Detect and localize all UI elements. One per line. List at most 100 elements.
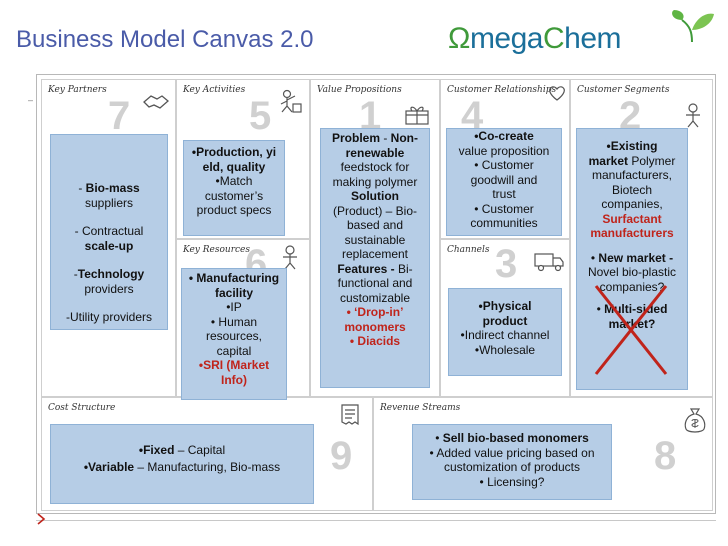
vp-line-9: replacement xyxy=(341,247,409,261)
logo-hem: hem xyxy=(564,22,622,55)
vp-line-8: sustainable xyxy=(344,232,406,247)
kr-line-1: • Manufacturing xyxy=(188,271,280,285)
cs-line-8: • New market - xyxy=(577,251,687,266)
logo-c: C xyxy=(542,22,565,55)
cost-capital: – Capital xyxy=(174,443,226,457)
cs-polymer: Polymer xyxy=(628,153,676,168)
cost-fixed: •Fixed xyxy=(138,443,175,457)
cs-line-10: companies? xyxy=(599,279,665,294)
vp-line-13: • ‘Drop-in’ xyxy=(346,305,404,319)
vp-line-1: Problem - Non- xyxy=(321,131,429,146)
logo-mega: mega xyxy=(469,22,544,55)
person-group-icon xyxy=(686,103,700,128)
kr-line-2: facility xyxy=(214,285,253,300)
customer-relationships-number: 4 xyxy=(461,94,484,138)
kr-line-5: resources, xyxy=(205,329,263,343)
cr-line-7: communities xyxy=(470,216,538,230)
vp-problem: Problem xyxy=(331,131,380,145)
logo-omega: Ω xyxy=(448,22,470,55)
cs-market: market xyxy=(588,153,628,168)
handshake-icon xyxy=(143,95,170,109)
ch-line-2: product xyxy=(482,313,528,328)
cost-structure-number: 9 xyxy=(330,434,353,478)
cr-line-2: value proposition xyxy=(458,143,550,158)
customer-relationships-box: •Co-create value proposition • Customer … xyxy=(446,128,562,236)
channels-header: Channels xyxy=(447,245,490,255)
key-resources-header: Key Resources xyxy=(183,245,250,255)
key-activities-header: Key Activities xyxy=(183,85,246,95)
receipt-icon xyxy=(341,404,359,426)
kp-technology: Technology xyxy=(77,267,145,281)
ka-line-3: •Match xyxy=(215,174,253,188)
gift-icon xyxy=(405,106,429,125)
customer-segments-box: •Existing market Polymer manufacturers, … xyxy=(576,128,688,390)
bottom-rule xyxy=(36,520,716,521)
truck-icon xyxy=(534,253,564,272)
value-propositions-header: Value Propositions xyxy=(317,85,402,95)
rev-bullet: • xyxy=(435,431,443,445)
heart-icon xyxy=(549,86,565,101)
kr-line-7: •SRI (Market xyxy=(198,358,270,372)
kr-line-4: • Human xyxy=(210,314,258,329)
revenue-streams-header: Revenue Streams xyxy=(380,403,461,413)
kr-line-3: •IP xyxy=(226,300,242,314)
cost-line-2: •Variable – Manufacturing, Bio-mass xyxy=(51,460,313,475)
vp-line-15: • Diacids xyxy=(349,334,401,348)
kp-line-4: scale-up xyxy=(84,238,134,253)
vp-line-6: (Product) – Bio- xyxy=(332,203,418,218)
kp-dash: - xyxy=(78,181,86,195)
key-partners-number: 7 xyxy=(108,94,131,138)
slide-title: Business Model Canvas 2.0 xyxy=(16,26,314,54)
vp-sep: - xyxy=(380,131,391,145)
kp-line-6: providers xyxy=(84,281,134,296)
rev-line-3: customization of products xyxy=(443,460,581,474)
vp-line-7: based and xyxy=(346,218,404,232)
cr-line-6: • Customer xyxy=(474,201,534,216)
kp-line-3: - Contractual xyxy=(74,224,144,238)
kp-line-2: suppliers xyxy=(84,195,134,210)
kp-line-1: - Bio-mass xyxy=(51,181,167,196)
vp-features: Features - xyxy=(337,261,398,276)
cr-line-1: •Co-create xyxy=(474,129,534,143)
cs-line-7: manufacturers xyxy=(590,226,674,240)
vp-line-11: functional and xyxy=(337,276,413,290)
key-activities-box: •Production, yi eld, quality •Match cust… xyxy=(183,140,285,236)
value-propositions-number: 1 xyxy=(359,94,382,138)
cost-line-1: •Fixed – Capital xyxy=(51,443,313,458)
cs-line-6: Surfactant xyxy=(602,211,662,226)
chevron-right-icon xyxy=(37,513,46,525)
cs-line-12: market? xyxy=(608,316,656,331)
rev-line-1: • Sell bio-based monomers xyxy=(413,431,611,446)
key-partners-header: Key Partners xyxy=(48,85,107,95)
rev-sell: Sell bio-based monomers xyxy=(442,431,589,445)
cost-manufacturing: – Manufacturing, Bio-mass xyxy=(134,459,281,474)
vp-line-2: renewable xyxy=(345,145,405,160)
ka-line-1: •Production, yi xyxy=(191,145,277,159)
ch-line-1: •Physical xyxy=(478,299,532,313)
cost-structure-header: Cost Structure xyxy=(48,403,116,413)
cost-variable: •Variable xyxy=(83,459,135,474)
cs-line-5: companies, xyxy=(601,197,663,211)
vp-bi: Bi- xyxy=(398,261,413,276)
customer-relationships-header: Customer Relationships xyxy=(447,85,557,95)
title-version: 2.0 xyxy=(280,26,314,53)
kp-line-5: -Technology xyxy=(51,267,167,282)
cr-line-5: trust xyxy=(492,187,516,201)
vp-line-3: feedstock for xyxy=(340,160,410,174)
rev-line-4: • Licensing? xyxy=(479,474,545,489)
cs-line-9: Novel bio-plastic xyxy=(587,265,677,279)
customer-segments-header: Customer Segments xyxy=(577,85,670,95)
vp-line-10: Features - Bi- xyxy=(321,262,429,277)
vp-non: Non- xyxy=(390,131,418,145)
key-resources-box: • Manufacturing facility •IP • Human res… xyxy=(181,268,287,400)
kr-line-8: Info) xyxy=(221,372,247,387)
ch-line-4: •Wholesale xyxy=(474,342,536,357)
kp-dash-2: - xyxy=(73,267,78,281)
customer-segments-number: 2 xyxy=(619,94,642,138)
person-icon xyxy=(283,245,297,270)
revenue-streams-number: 8 xyxy=(654,434,677,478)
kr-line-6: capital xyxy=(216,343,252,358)
ka-line-5: product specs xyxy=(196,203,272,217)
cs-bullet-1: • xyxy=(590,250,599,265)
moneybag-icon xyxy=(684,408,706,433)
